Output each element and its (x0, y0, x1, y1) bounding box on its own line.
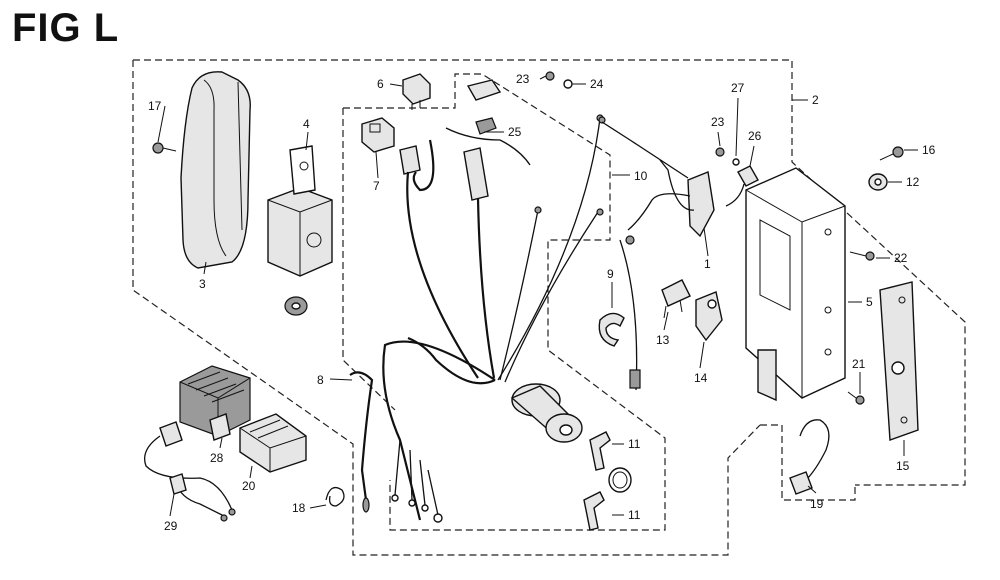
callout-21: 21 (852, 357, 866, 371)
callout-1: 1 (704, 257, 711, 271)
callout-14: 14 (694, 371, 708, 385)
part-18-clip[interactable] (325, 486, 345, 507)
part-26-bracket[interactable] (725, 165, 759, 207)
callout-11-lower: 11 (628, 508, 641, 522)
callout-24: 24 (590, 77, 604, 91)
part-9-clip[interactable] (598, 312, 625, 347)
ignition-switch[interactable] (510, 383, 583, 443)
part-11-key-lower[interactable] (583, 491, 605, 531)
part-12-grommet[interactable] (868, 173, 888, 191)
callout-18: 18 (292, 501, 306, 515)
callout-20: 20 (242, 479, 256, 493)
part-23-nut-lower[interactable] (715, 147, 725, 157)
callout-13: 13 (656, 333, 670, 347)
part-19-clamp[interactable] (789, 419, 830, 495)
callout-19: 19 (810, 497, 824, 511)
callout-4: 4 (303, 117, 310, 131)
callout-5: 5 (866, 295, 873, 309)
callout-10: 10 (634, 169, 648, 183)
wire-harness[interactable] (382, 114, 604, 523)
part-27-washer[interactable] (732, 158, 740, 166)
part-15-plate[interactable] (879, 281, 919, 441)
callout-8: 8 (317, 373, 324, 387)
callout-6: 6 (377, 77, 384, 91)
part-1-breaker[interactable] (598, 116, 715, 245)
part-16-bolt[interactable] (879, 146, 904, 161)
callout-27: 27 (731, 81, 745, 95)
callout-17: 17 (148, 99, 162, 113)
part-8-ground-wire[interactable] (349, 371, 374, 513)
part-7-connector-cap[interactable] (361, 117, 395, 153)
part-11-key-upper[interactable] (589, 431, 611, 471)
part-4-bracket[interactable] (267, 145, 333, 277)
callout-3: 3 (199, 277, 206, 291)
part-14-switch[interactable] (695, 291, 723, 342)
part-5-control-box[interactable] (745, 167, 846, 402)
part-29-harness[interactable] (143, 421, 236, 522)
grommet[interactable] (284, 296, 308, 316)
callout-2: 2 (812, 93, 819, 107)
callout-9: 9 (607, 267, 614, 281)
part-17-screw[interactable] (152, 142, 177, 154)
o-ring[interactable] (608, 467, 632, 493)
callout-28: 28 (210, 451, 224, 465)
leader-lines (157, 75, 918, 517)
part-25-fuse-holder[interactable] (466, 79, 502, 135)
part-20-fuse-box[interactable] (239, 413, 307, 473)
part-13-diode[interactable] (661, 279, 691, 319)
callout-11-upper: 11 (628, 437, 641, 451)
callout-29: 29 (164, 519, 178, 533)
callout-12: 12 (906, 175, 920, 189)
callout-25: 25 (508, 125, 522, 139)
part-22-screw[interactable] (849, 251, 875, 261)
part-24-washer[interactable] (563, 79, 573, 89)
callout-26: 26 (748, 129, 762, 143)
part-23-nut-upper[interactable] (545, 71, 555, 81)
part-28-regulator[interactable] (179, 365, 251, 441)
callout-23-lower: 23 (711, 115, 725, 129)
callout-23-top: 23 (516, 72, 530, 86)
callouts: 17 4 6 7 3 8 23 24 25 10 9 11 11 23 27 2… (148, 72, 936, 533)
part-10-cable[interactable] (619, 239, 641, 391)
callout-16: 16 (922, 143, 936, 157)
part-6-relay[interactable] (402, 73, 431, 110)
group-outlines (132, 59, 966, 556)
part-21-screw[interactable] (847, 391, 865, 405)
part-3-cover[interactable] (180, 71, 251, 269)
callout-15: 15 (896, 459, 910, 473)
callout-7: 7 (373, 179, 380, 193)
callout-22: 22 (894, 251, 908, 265)
figure-title: FIG L (12, 6, 120, 50)
